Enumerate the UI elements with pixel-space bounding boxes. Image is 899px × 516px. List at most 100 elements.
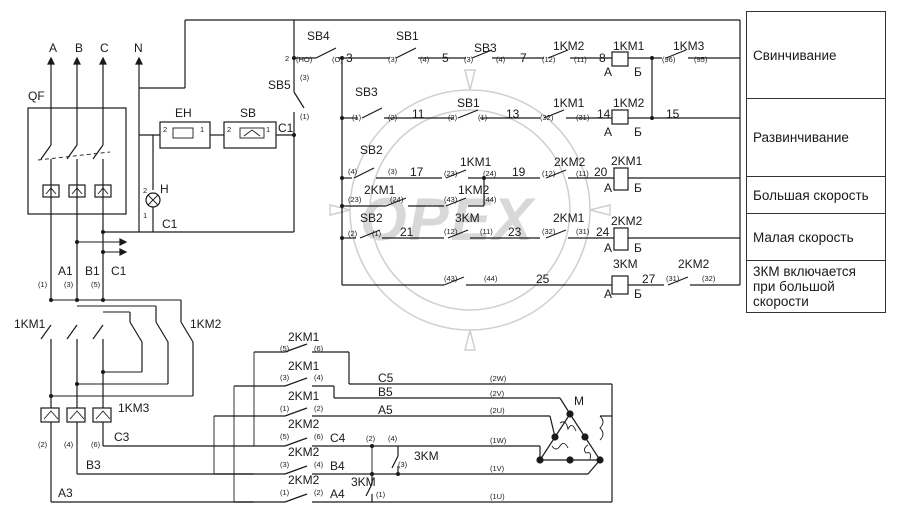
parallel-2km1: 2KM1 bbox=[364, 183, 396, 197]
legend-row-low-speed: Малая скорость bbox=[747, 214, 885, 261]
svg-text:(1): (1) bbox=[372, 229, 382, 238]
svg-text:20: 20 bbox=[594, 165, 608, 179]
svg-text:(2V): (2V) bbox=[490, 389, 505, 398]
coil-3km: 3KM bbox=[613, 257, 638, 271]
svg-text:(1V): (1V) bbox=[490, 464, 505, 473]
phase-c1: C1 bbox=[111, 264, 127, 278]
svg-text:(6): (6) bbox=[314, 344, 324, 353]
svg-text:11: 11 bbox=[412, 107, 425, 121]
phase-b1: B1 bbox=[85, 264, 100, 278]
svg-text:(1): (1) bbox=[38, 280, 48, 289]
sb1-label-2: SB1 bbox=[457, 96, 480, 110]
svg-text:(3): (3) bbox=[388, 55, 398, 64]
svg-text:Б: Б bbox=[634, 125, 642, 139]
svg-text:(23): (23) bbox=[348, 195, 362, 204]
sb2-label: SB2 bbox=[360, 143, 383, 157]
svg-text:(2): (2) bbox=[366, 434, 376, 443]
svg-text:(О): (О) bbox=[332, 55, 343, 64]
svg-text:23: 23 bbox=[508, 225, 522, 239]
svg-text:(31): (31) bbox=[666, 274, 680, 283]
svg-text:(1): (1) bbox=[300, 112, 310, 121]
line-a4: A4 bbox=[330, 487, 345, 501]
svg-text:(11): (11) bbox=[574, 55, 587, 64]
svg-text:(2): (2) bbox=[448, 113, 458, 122]
sb4-label: SB4 bbox=[307, 29, 330, 43]
svg-text:14: 14 bbox=[597, 107, 611, 121]
motor-contact-2km2-3: 2KM2 (1) (2) bbox=[234, 473, 612, 503]
legend-row-unscrewing: Развинчивание bbox=[747, 99, 885, 177]
svg-text:(12): (12) bbox=[444, 227, 458, 236]
svg-text:1: 1 bbox=[266, 125, 270, 134]
svg-text:2: 2 bbox=[163, 125, 167, 134]
svg-text:7: 7 bbox=[520, 51, 527, 65]
line-c5: C5 bbox=[378, 371, 394, 385]
line-b5: B5 bbox=[378, 385, 393, 399]
motor-contact-2km2-1: 2KM2 (5) (6) bbox=[254, 417, 540, 447]
c1-top-label: C1 bbox=[278, 121, 294, 135]
legend-row-high-speed: Большая скорость bbox=[747, 177, 885, 214]
legend-row-screwing: Свинчивание bbox=[747, 12, 885, 99]
svg-text:2KM2: 2KM2 bbox=[288, 473, 320, 487]
svg-text:1KM1: 1KM1 bbox=[553, 96, 585, 110]
svg-text:(3): (3) bbox=[398, 460, 408, 469]
sb3-label-2: SB3 bbox=[355, 85, 378, 99]
svg-text:(95): (95) bbox=[694, 55, 708, 64]
svg-text:2: 2 bbox=[227, 125, 231, 134]
row-low-speed: SB2 (2) (1) 21 3KM (12) (11) 23 2KM1 (32… bbox=[342, 211, 740, 255]
c1-bottom-label: C1 bbox=[162, 217, 178, 231]
svg-text:25: 25 bbox=[536, 272, 550, 286]
svg-text:(2): (2) bbox=[314, 488, 324, 497]
svg-text:(96): (96) bbox=[662, 55, 676, 64]
power-section: A B C N QF EH 2 1 SB bbox=[14, 19, 741, 503]
row-unscrewing: SB3 (1) (2) 11 SB1 (2) (1) 13 1KM1 (32) … bbox=[342, 56, 740, 139]
svg-text:(4): (4) bbox=[348, 167, 358, 176]
svg-text:2KM2: 2KM2 bbox=[288, 417, 320, 431]
motor-label: M bbox=[574, 394, 584, 408]
svg-text:(4): (4) bbox=[420, 55, 430, 64]
svg-text:(2U): (2U) bbox=[490, 406, 505, 415]
coil-1km1: 1KM1 bbox=[613, 39, 645, 53]
svg-text:(4): (4) bbox=[388, 434, 398, 443]
svg-text:(5): (5) bbox=[280, 432, 290, 441]
svg-text:(4): (4) bbox=[314, 460, 324, 469]
line-c4: C4 bbox=[330, 431, 346, 445]
svg-text:21: 21 bbox=[400, 225, 414, 239]
svg-text:15: 15 bbox=[666, 107, 680, 121]
svg-text:(3): (3) bbox=[64, 280, 74, 289]
svg-text:(5): (5) bbox=[91, 280, 101, 289]
svg-text:13: 13 bbox=[506, 107, 520, 121]
svg-text:24: 24 bbox=[596, 225, 610, 239]
svg-text:(43): (43) bbox=[444, 195, 458, 204]
motor-contact-2km1-2: 2KM1 (3) (4) bbox=[234, 359, 560, 399]
legend-table: Свинчивание Развинчивание Большая скорос… bbox=[746, 11, 886, 313]
svg-text:(3): (3) bbox=[388, 167, 398, 176]
km3-star-label-2: 3KM bbox=[351, 475, 376, 489]
svg-text:А: А bbox=[604, 181, 612, 195]
svg-text:(44): (44) bbox=[484, 274, 498, 283]
svg-text:(2): (2) bbox=[38, 440, 48, 449]
km2-label: 1KM2 bbox=[190, 317, 222, 331]
svg-text:(1U): (1U) bbox=[490, 492, 505, 501]
svg-text:(НО): (НО) bbox=[296, 55, 313, 64]
motor-icon bbox=[538, 412, 602, 461]
svg-text:(4): (4) bbox=[64, 440, 74, 449]
lamp-label: H bbox=[160, 182, 169, 196]
svg-text:2KM1: 2KM1 bbox=[288, 359, 320, 373]
svg-text:5: 5 bbox=[442, 51, 449, 65]
line-b4: B4 bbox=[330, 459, 345, 473]
svg-text:(44): (44) bbox=[483, 195, 497, 204]
svg-text:Б: Б bbox=[634, 241, 642, 255]
svg-text:3KM: 3KM bbox=[455, 211, 480, 225]
svg-text:1: 1 bbox=[143, 211, 147, 220]
watermark-text: OPEX bbox=[360, 186, 537, 253]
km3-star-label: 3KM bbox=[414, 449, 439, 463]
neutral-label: N bbox=[134, 41, 143, 55]
svg-text:(23): (23) bbox=[444, 169, 458, 178]
svg-text:(3): (3) bbox=[280, 373, 290, 382]
coil-2km2: 2KM2 bbox=[611, 214, 643, 228]
svg-text:(6): (6) bbox=[91, 440, 101, 449]
svg-text:(32): (32) bbox=[702, 274, 716, 283]
svg-text:(5): (5) bbox=[280, 344, 290, 353]
sb3-label: SB3 bbox=[474, 41, 497, 55]
svg-text:8: 8 bbox=[599, 51, 606, 65]
